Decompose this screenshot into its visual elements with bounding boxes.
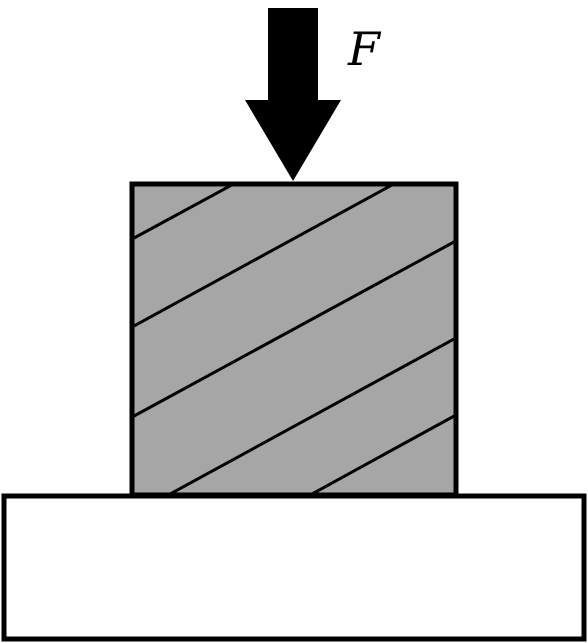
hatch-line — [132, 184, 237, 241]
block-outline — [129, 181, 459, 498]
hatch-line — [132, 184, 397, 329]
force-arrow-icon — [245, 8, 341, 181]
block-fill — [132, 184, 456, 495]
hatch-line — [165, 336, 456, 495]
hatch-line — [307, 413, 456, 495]
base-plate — [1, 493, 587, 642]
force-label: F — [347, 22, 382, 76]
block-hatching — [132, 184, 456, 495]
hatch-line — [132, 239, 456, 419]
